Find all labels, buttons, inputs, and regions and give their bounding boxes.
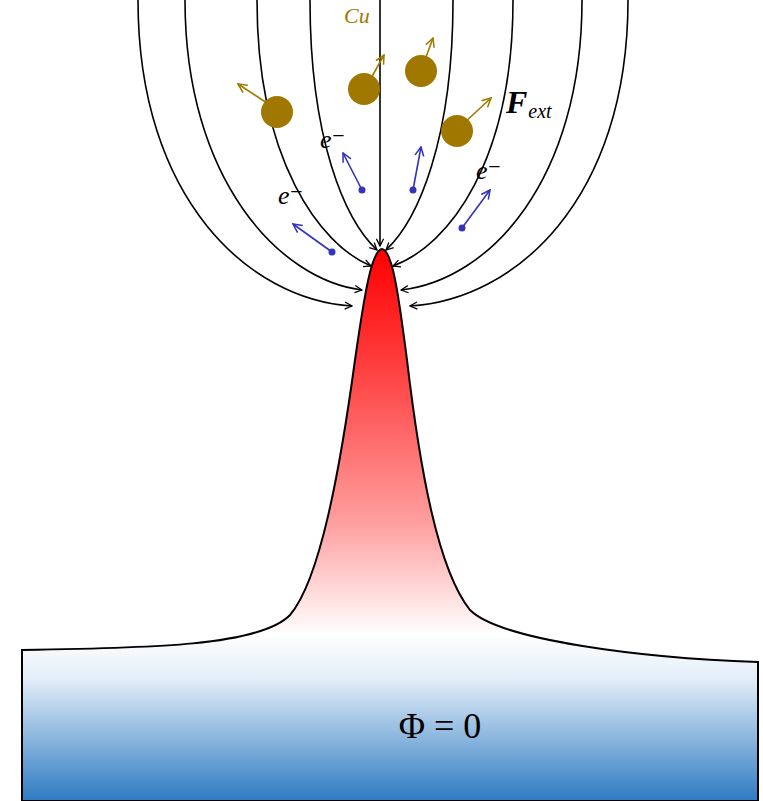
atom-label: Cu (344, 3, 370, 29)
ground-electrode: Φ = 0 (22, 650, 758, 801)
electrons (293, 147, 490, 256)
electron-label: e⁻ (476, 155, 501, 186)
field-symbol: F (506, 84, 527, 121)
field-lines (138, 0, 628, 306)
electron-label: e⁻ (278, 180, 303, 211)
electron-label: e⁻ (320, 124, 345, 155)
cu-atoms (238, 38, 491, 147)
potential-label: Φ = 0 (399, 705, 482, 747)
field-subscript: ext (528, 100, 551, 123)
emitter-body (22, 249, 758, 801)
